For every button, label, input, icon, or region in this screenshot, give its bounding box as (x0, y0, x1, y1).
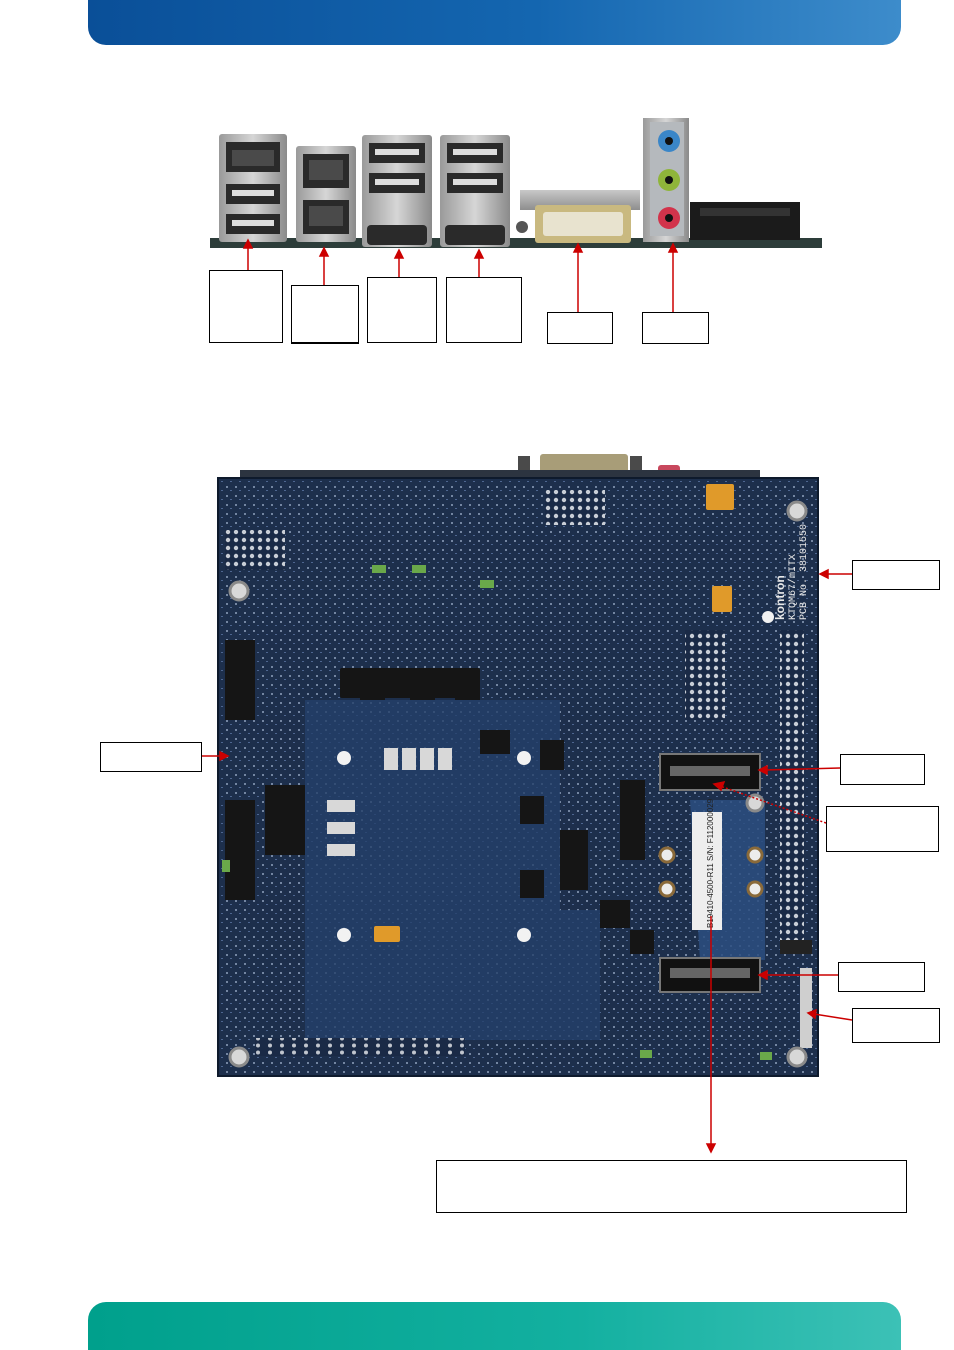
serial-label-text: B19410-4500-R11 S/N: F112000029 (706, 798, 715, 928)
dual-lan-port-stack (296, 146, 356, 242)
pcb-marking-pcb-number: PCB No. 38101550 (799, 524, 810, 620)
board-label-box-left (100, 742, 202, 772)
lan-usb-port-stack-1 (219, 134, 287, 242)
pcb-marking-brand: kontron (773, 575, 787, 620)
pcb-marking-model: KTQM67/mITX (787, 554, 799, 620)
board-callout-arrows (200, 568, 853, 1154)
io-callout-arrows (242, 238, 679, 312)
board-label-box-lower-slot (838, 962, 925, 992)
usb-displayport-stack-1 (362, 135, 432, 247)
footer-bar (88, 1302, 901, 1350)
io-label-box-6 (642, 312, 709, 344)
usb-displayport-stack-2 (440, 135, 510, 247)
io-label-box-1 (209, 270, 283, 343)
dvi-connector (516, 190, 656, 243)
board-label-box-standoff (826, 806, 939, 852)
io-pcb-edge (210, 238, 822, 248)
header-bar (88, 0, 901, 45)
board-label-box-lvds (852, 1008, 940, 1043)
board-bottom-illustration: B19410-4500-R11 S/N: F112000029 kontron … (200, 454, 853, 1154)
io-label-box-4 (446, 277, 522, 343)
io-panel-illustration (210, 118, 822, 312)
io-label-box-5 (547, 312, 613, 344)
audio-jack-stack (643, 118, 689, 242)
board-label-box-upper-slot (840, 754, 925, 785)
io-label-box-3 (367, 277, 437, 343)
io-black-connector (690, 202, 800, 240)
io-panel-figure (0, 0, 954, 360)
board-label-box-serial-port (852, 560, 940, 590)
board-label-box-bottom-wide (436, 1160, 907, 1213)
io-label-box-2 (291, 285, 359, 344)
board-bottom-figure: B19410-4500-R11 S/N: F112000029 kontron … (0, 440, 954, 1230)
